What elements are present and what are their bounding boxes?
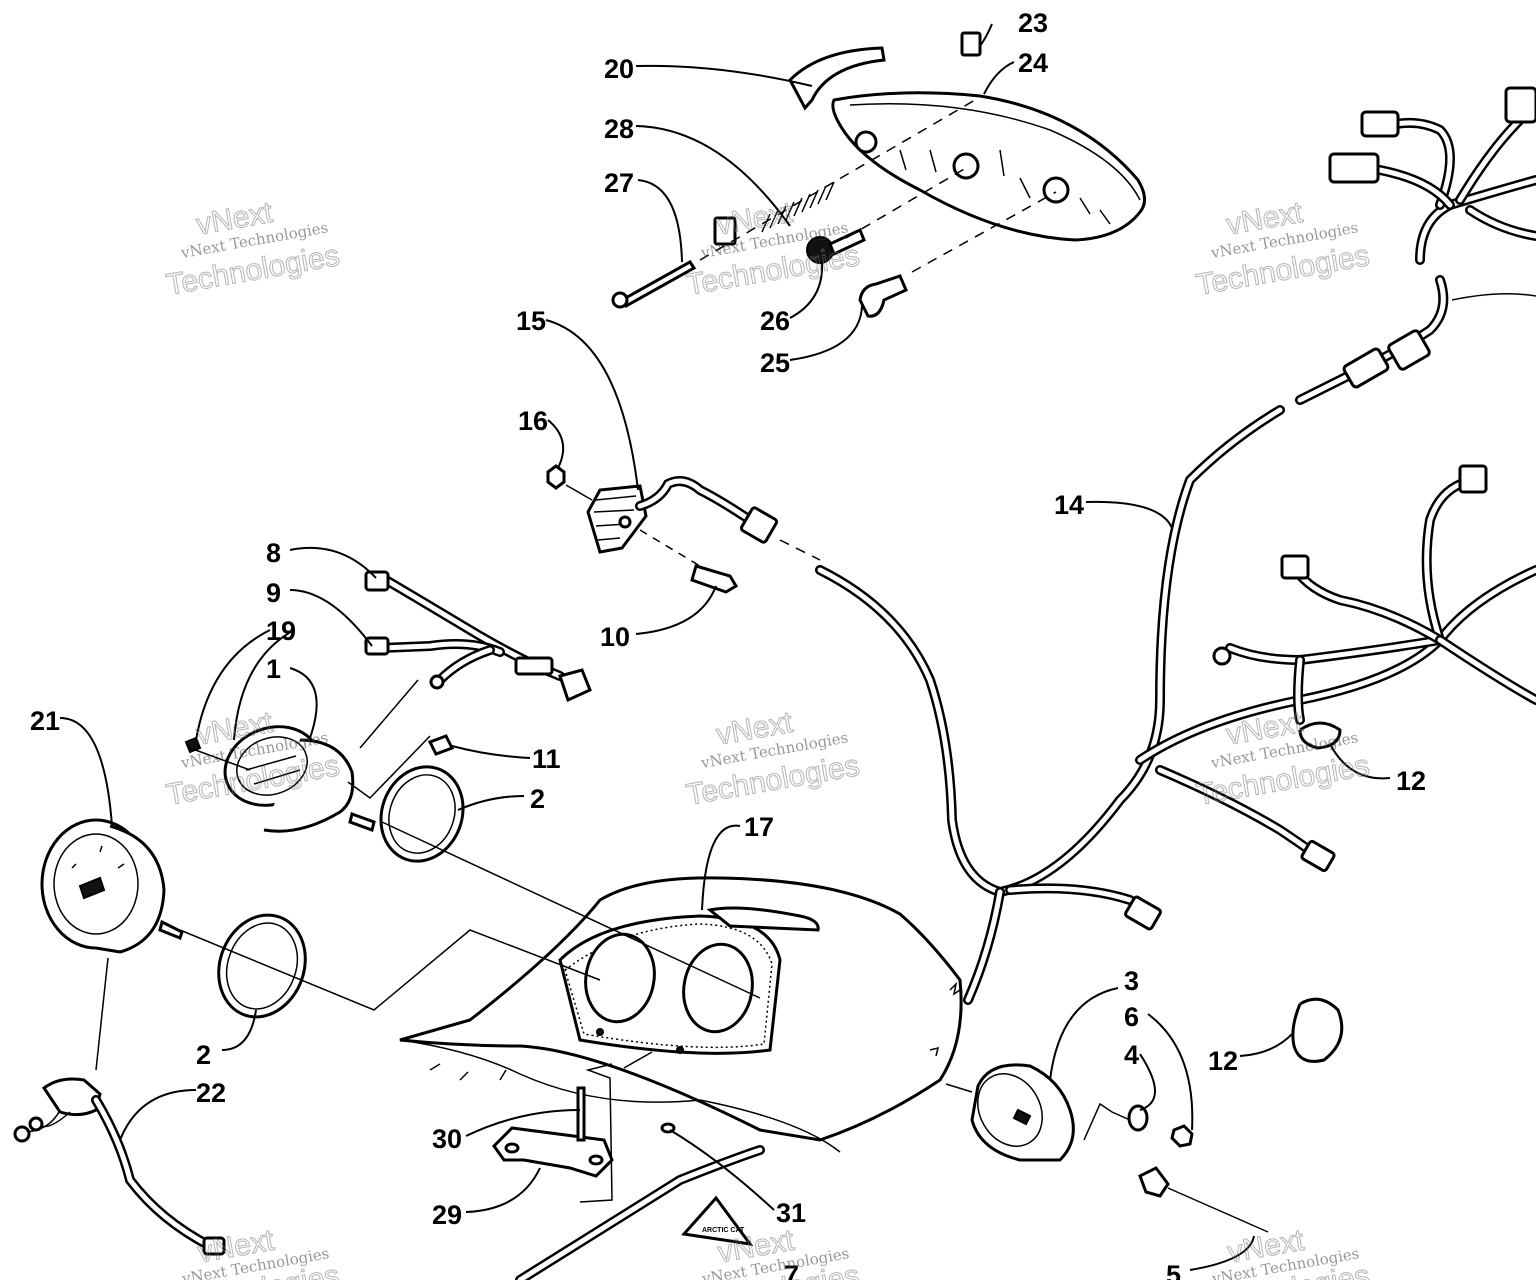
callout-29: 29 [432,1200,462,1230]
watermark-mid-center: vNext vNext Technologies Technologies [683,705,862,812]
callout-23: 23 [1018,8,1048,38]
bulb-socket [858,274,908,318]
instrument-panel [399,876,963,1153]
callout-28: 28 [604,114,634,144]
connector-8 [364,570,390,592]
headlight-clip [960,31,982,57]
callout-30: 30 [432,1124,462,1154]
callout-6: 6 [1124,1002,1139,1032]
resistor-block [586,484,648,554]
callout-16: 16 [518,406,548,436]
callout-14: 14 [1054,490,1084,520]
washer [1127,1104,1149,1132]
watermark-mid-left: vNext vNext Technologies Technologies [163,705,342,812]
callout-4: 4 [1124,1040,1139,1070]
bracket-screw [576,1086,586,1142]
main-wiring-harness [815,86,1536,1005]
gauge-3-housing [970,1063,1075,1162]
watermark-bottom-right: vNext vNext Technologies Technologies [1193,1223,1372,1280]
callout-20: 20 [604,54,634,84]
watermark-top-center: vNext vNext Technologies Technologies [683,195,862,302]
retaining-ring-right [1298,721,1342,750]
watermark-top-left: vNext vNext Technologies Technologies [163,195,342,302]
bezel-ring-lower [217,913,307,1019]
retaining-ring [1291,997,1344,1063]
callout-17: 17 [744,812,774,842]
callout-27: 27 [604,168,634,198]
warning-decal [681,1195,754,1247]
watermark-top-right: vNext vNext Technologies Technologies [1193,195,1372,302]
indicator-bulb [427,734,455,756]
callout-12-lower: 12 [1208,1046,1238,1076]
resistor-bolt [690,564,739,594]
callout-12-right: 12 [1396,766,1426,796]
callout-8: 8 [266,538,281,568]
callout-21: 21 [30,706,60,736]
callout-24: 24 [1018,48,1048,78]
resistor-nut [546,464,566,490]
callout-7: 7 [784,1260,799,1280]
callout-26: 26 [760,306,790,336]
headlight-bulb [806,227,866,264]
callout-3: 3 [1124,966,1139,996]
callout-25: 25 [760,348,790,378]
watermark-bottom-left: vNext vNext Technologies Technologies [163,1223,342,1280]
light-socket-harness [13,1077,226,1256]
watermark-mid-right: vNext vNext Technologies Technologies [1193,705,1372,812]
headlight-trim-strip [788,46,886,111]
callout-31: 31 [776,1198,806,1228]
callout-9: 9 [266,578,281,608]
callout-11: 11 [532,744,561,774]
adjuster-screw [611,216,737,309]
callout-2-upper: 2 [530,784,545,814]
explode-lines [95,539,1131,1203]
decal-text: ARCTIC CAT [702,1227,745,1234]
nut [1170,1124,1194,1148]
callout-10: 10 [600,622,630,652]
temperature-sensor [1138,1166,1269,1233]
callout-19: 19 [266,616,296,646]
bezel-ring-upper [379,765,465,863]
connector-9 [364,636,390,656]
callout-2-lower: 2 [196,1040,211,1070]
leader-lines [59,23,1391,1271]
callout-1: 1 [266,654,281,684]
gauge-21-tachometer [40,818,184,954]
callout-labels: 20 23 24 28 27 26 25 15 16 10 8 9 19 1 1… [30,8,1426,1280]
headlight-assembly [611,31,1146,318]
gauge-1-speedometer [184,725,376,833]
resistor-assembly [546,464,779,594]
gauge-sub-harness [364,570,592,703]
callout-22: 22 [196,1078,226,1108]
callout-15: 15 [516,306,546,336]
callout-5: 5 [1166,1260,1181,1280]
